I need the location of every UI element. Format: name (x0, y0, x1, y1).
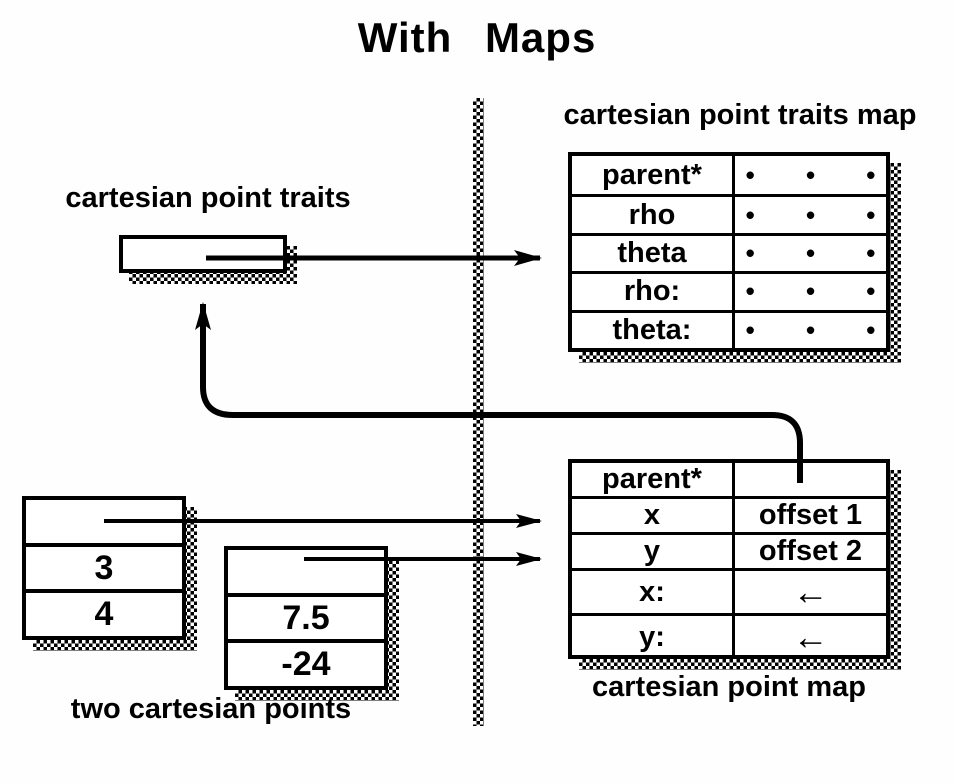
table-row: parent* • • • (572, 156, 886, 195)
slot-value: offset 1 (758, 499, 863, 531)
slot-name: y (572, 535, 735, 568)
slot-value (735, 463, 886, 496)
point2-box: 7.5 -24 (224, 546, 388, 690)
slot-name: rho: (572, 274, 735, 310)
left-arrow-icon: ← (792, 571, 829, 612)
label-cartesian-point-traits: cartesian point traits (65, 182, 351, 214)
slot-value: • • • (745, 276, 886, 307)
label-cartesian-point-traits-map: cartesian point traits map (563, 99, 917, 131)
table-row: x: ← (572, 568, 886, 613)
table-row: theta • • • (572, 232, 886, 272)
slot-name: parent* (572, 156, 735, 195)
slot-name: rho (572, 197, 735, 233)
table-row: y offset 2 (572, 532, 886, 568)
y-value-slot: -24 (228, 639, 384, 686)
slot-name: x (572, 499, 735, 532)
slot-value: • • • (745, 237, 886, 268)
table-row: parent* (572, 463, 886, 496)
slot-value: offset 2 (758, 535, 863, 567)
slot-name: y: (572, 616, 735, 658)
y-value-slot: 4 (26, 589, 182, 636)
slot-name: theta: (572, 312, 735, 348)
slot-name: x: (572, 571, 735, 613)
label-cartesian-point-map: cartesian point map (592, 671, 866, 703)
slot-value: • • • (745, 314, 886, 345)
figure-title: With Maps (357, 14, 597, 61)
slot-value: • • • (745, 199, 886, 230)
slot-name: theta (572, 235, 735, 272)
x-value-slot: 3 (26, 542, 182, 590)
left-arrow-icon: ← (792, 616, 829, 657)
traits-object-box (119, 235, 287, 273)
slot-name: parent* (572, 463, 735, 496)
slot-value: • • • (745, 159, 886, 190)
point1-box: 3 4 (22, 496, 186, 640)
label-two-cartesian-points: two cartesian points (70, 693, 352, 725)
divider-bar (473, 98, 484, 726)
table-row: y: ← (572, 613, 886, 658)
table-row: rho • • • (572, 194, 886, 233)
table-row: x offset 1 (572, 496, 886, 532)
traits-map-table: parent* • • • rho • • • theta • • • rho:… (568, 152, 890, 352)
map-pointer-slot (228, 550, 384, 593)
traits-map-pointer-slot (123, 239, 283, 269)
map-pointer-slot (26, 500, 182, 543)
table-row: rho: • • • (572, 271, 886, 310)
x-value-slot: 7.5 (228, 592, 384, 640)
point-map-table: parent* x offset 1 y offset 2 x: ← y: ← (568, 459, 890, 659)
table-row: theta: • • • (572, 309, 886, 348)
